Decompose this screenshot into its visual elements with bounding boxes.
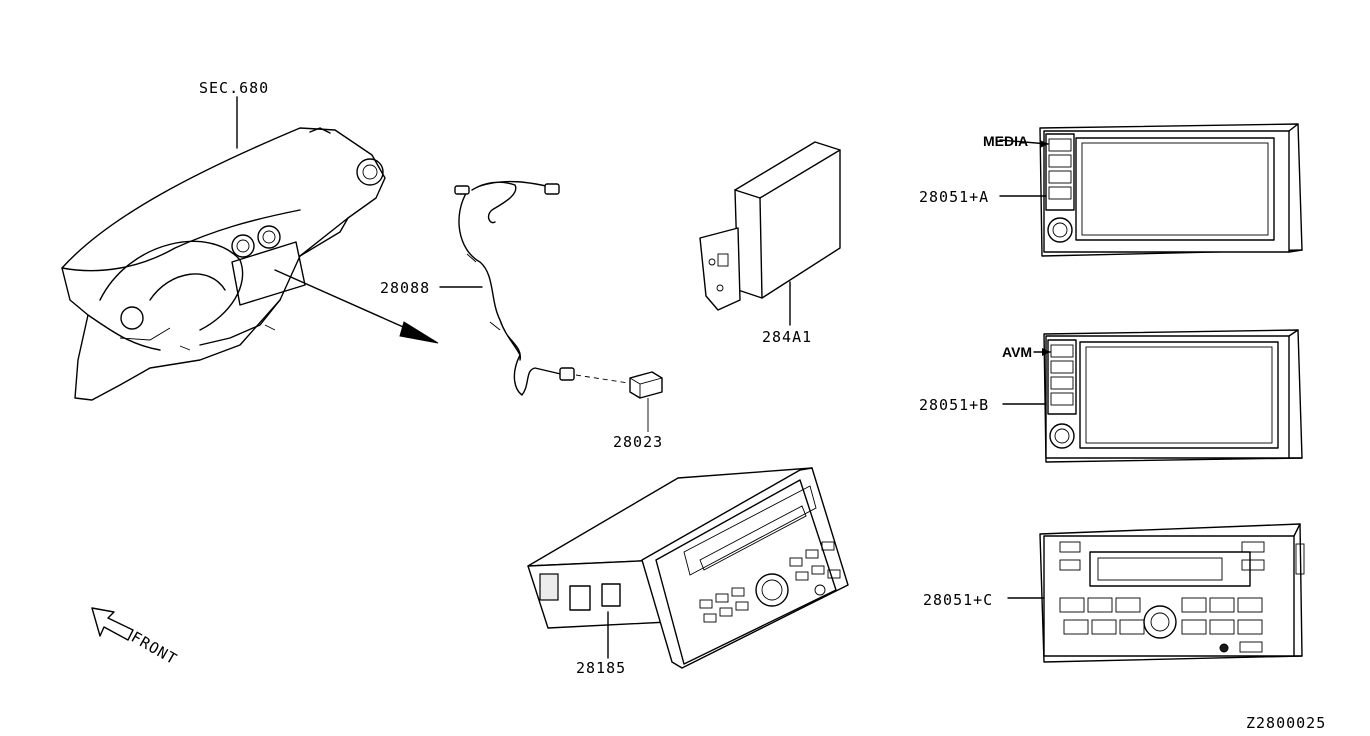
display-unit-c-drawing bbox=[1007, 523, 1305, 663]
label-28051-C: 28051+C bbox=[923, 591, 993, 609]
instrument-panel-drawing bbox=[61, 96, 439, 401]
label-media: MEDIA bbox=[983, 133, 1028, 149]
antenna-harness-drawing bbox=[439, 180, 629, 396]
diagram-code: Z2800025 bbox=[1246, 714, 1326, 732]
label-28051-B: 28051+B bbox=[919, 396, 989, 414]
label-sec-680: SEC.680 bbox=[199, 79, 269, 97]
label-28185: 28185 bbox=[576, 659, 626, 677]
display-unit-a-drawing bbox=[999, 123, 1303, 257]
label-284A1: 284A1 bbox=[762, 328, 812, 346]
label-28023: 28023 bbox=[613, 433, 663, 451]
display-unit-b-drawing bbox=[1002, 329, 1303, 463]
label-28088: 28088 bbox=[380, 279, 430, 297]
audio-unit-drawing bbox=[527, 467, 849, 669]
connector-drawing bbox=[629, 371, 663, 432]
label-avm: AVM bbox=[1002, 344, 1032, 360]
control-module-drawing bbox=[699, 141, 841, 326]
front-arrow-icon bbox=[91, 607, 134, 641]
label-28051-A: 28051+A bbox=[919, 188, 989, 206]
label-front: FRONT bbox=[128, 628, 180, 669]
